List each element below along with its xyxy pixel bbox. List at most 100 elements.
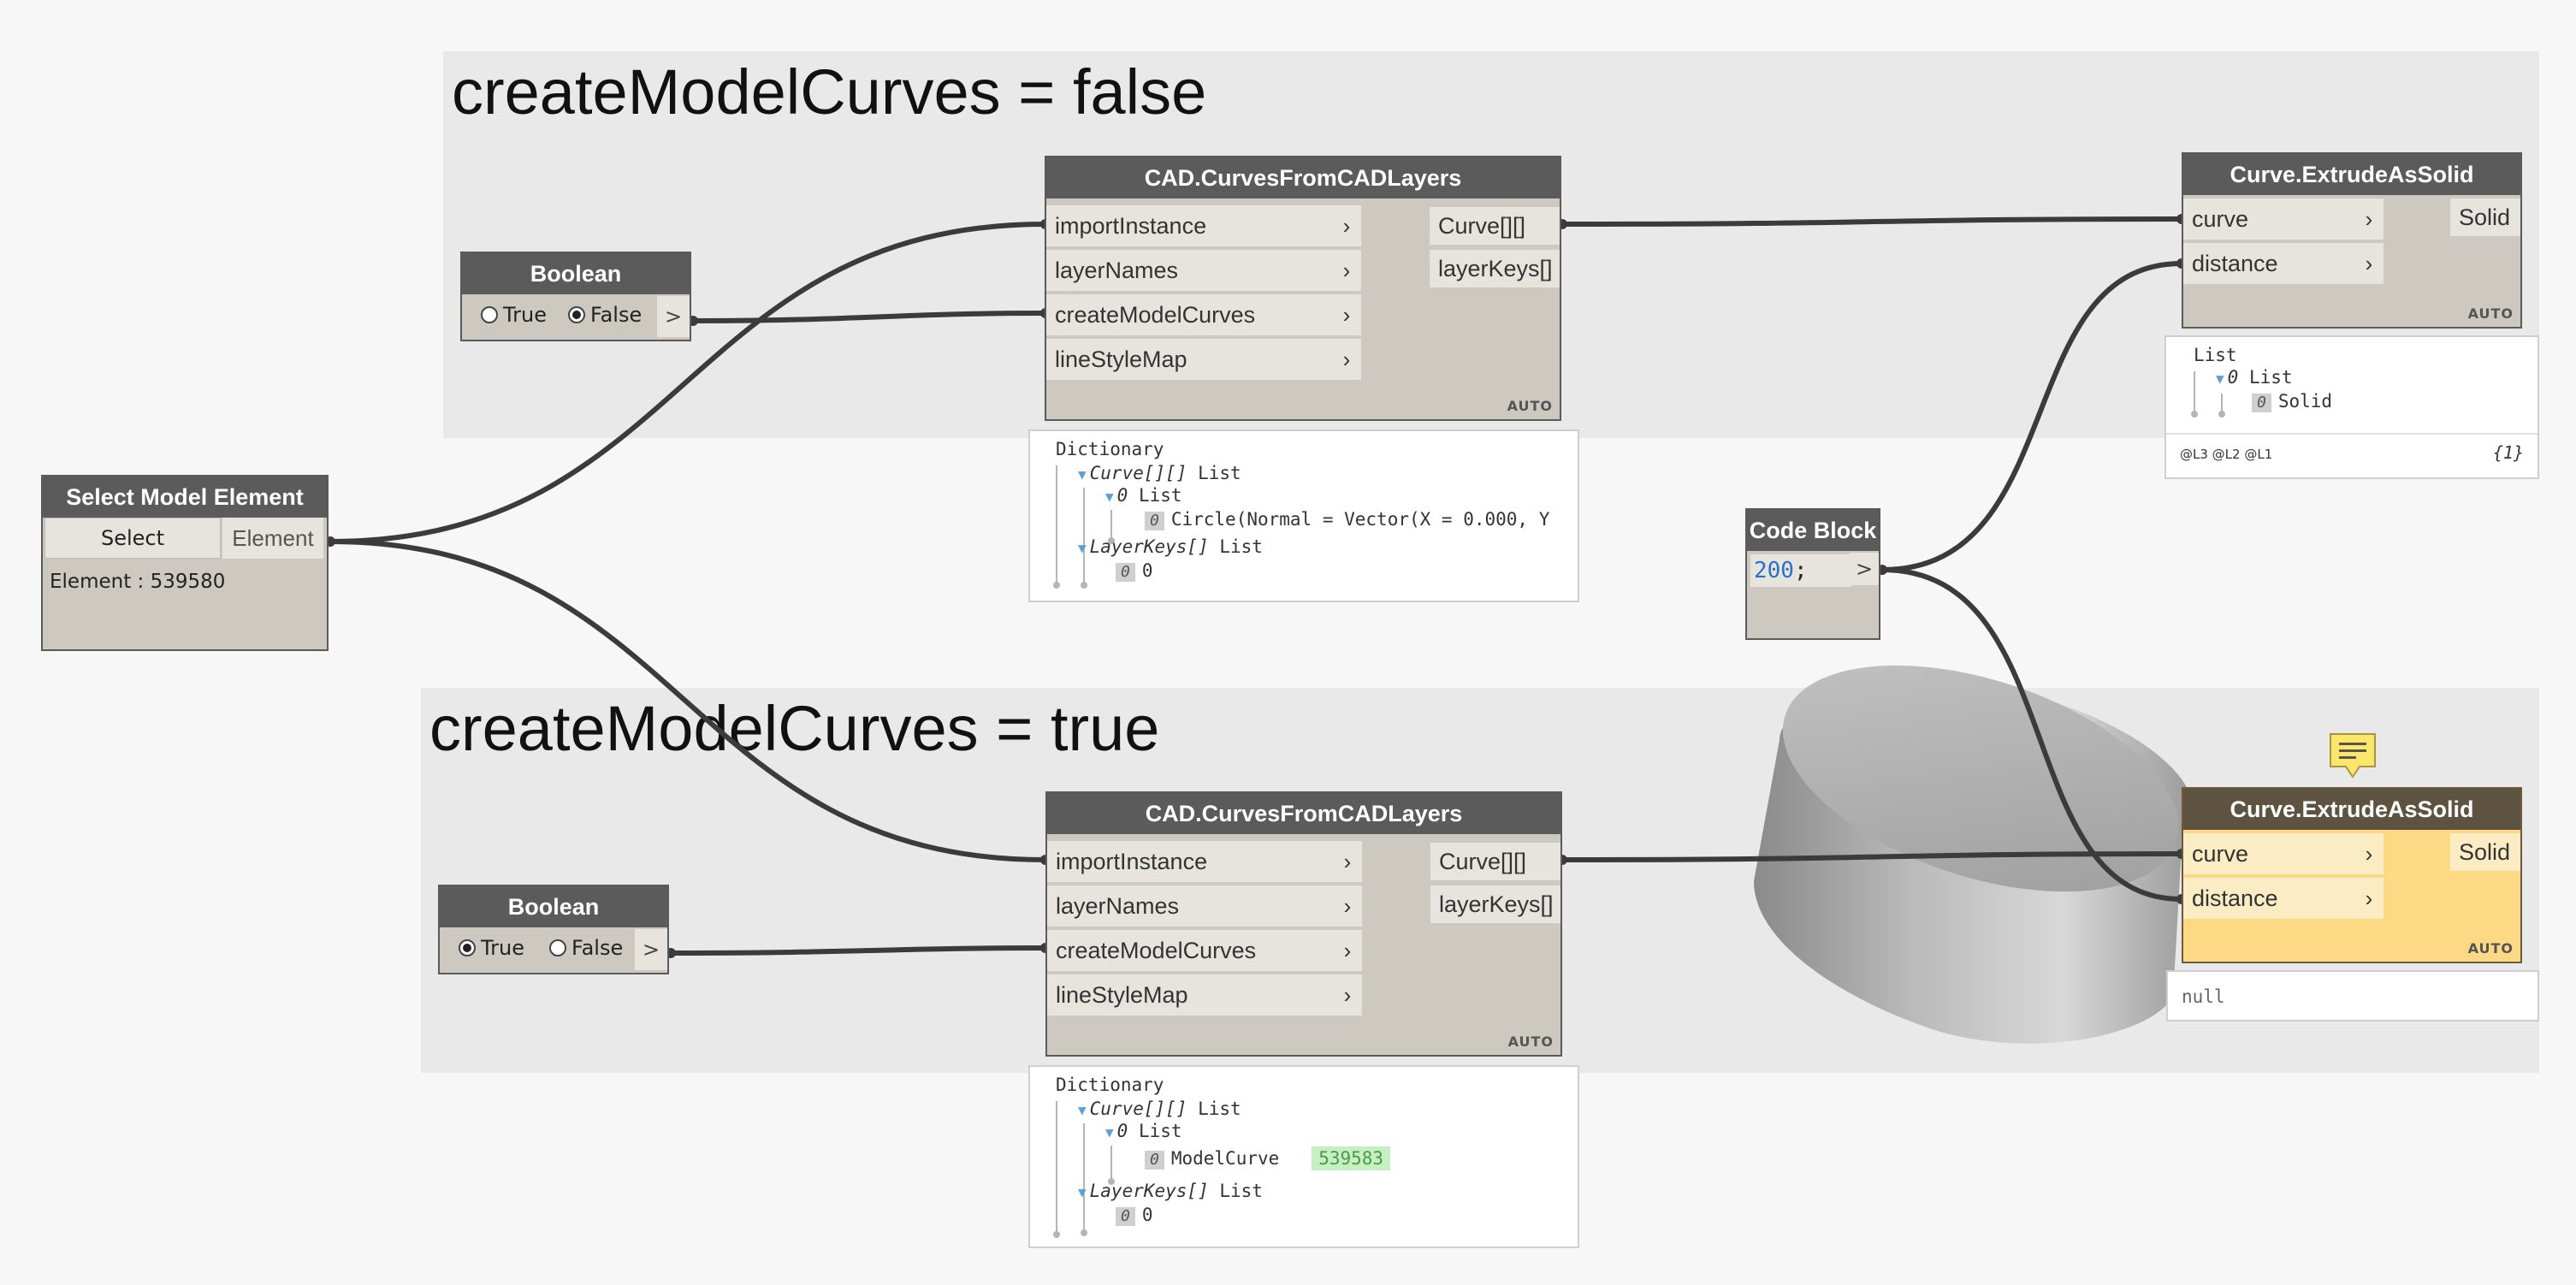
lacing-label: AUTO: [2467, 940, 2514, 956]
collapse-triangle-icon[interactable]: ▼: [1078, 466, 1087, 483]
radio-true[interactable]: True: [459, 936, 524, 960]
radio-icon[interactable]: [459, 939, 476, 956]
output-port-curves[interactable]: Curve[][]: [1430, 843, 1560, 880]
collapse-triangle-icon[interactable]: ▼: [1105, 489, 1114, 505]
preview-sublist[interactable]: ▼0 List: [1105, 1120, 1182, 1144]
radio-false[interactable]: False: [568, 303, 642, 327]
extrude-node-top[interactable]: Curve.ExtrudeAsSolid curve› distance› So…: [2182, 152, 2522, 329]
output-port-solid[interactable]: Solid: [2450, 833, 2520, 871]
input-port-curve[interactable]: curve›: [2183, 833, 2384, 874]
extrude-node-bottom[interactable]: Curve.ExtrudeAsSolid curve› distance› So…: [2182, 787, 2522, 963]
radio-false-label: False: [590, 303, 643, 327]
extrude-preview-bottom[interactable]: null: [2166, 970, 2539, 1021]
preview-null-value: null: [2182, 986, 2225, 1007]
port-label: createModelCurves: [1056, 937, 1257, 963]
chevron-right-icon: ›: [1343, 937, 1352, 963]
radio-true-label: True: [503, 303, 547, 327]
preview-key-layerkeys[interactable]: ▼LayerKeys[] List: [1078, 536, 1263, 560]
input-port-importinstance[interactable]: importInstance ›: [1047, 841, 1362, 882]
preview-root: Dictionary: [1056, 439, 1164, 459]
output-port-layerkeys[interactable]: layerKeys[]: [1430, 885, 1560, 923]
lacing-label: AUTO: [1507, 1033, 1554, 1050]
radio-false[interactable]: False: [549, 936, 623, 960]
port-label: layerNames: [1055, 257, 1179, 283]
chevron-right-icon: ›: [1342, 257, 1351, 283]
input-port-distance[interactable]: distance›: [2183, 243, 2384, 284]
code-block-node[interactable]: Code Block 200; >: [1745, 508, 1880, 640]
node-title: Curve.ExtrudeAsSolid: [2183, 154, 2520, 195]
port-label: curve: [2192, 840, 2249, 867]
group-title: createModelCurves = false: [452, 56, 1207, 127]
element-output-port[interactable]: Element: [222, 518, 323, 559]
chevron-right-icon: ›: [1343, 892, 1352, 919]
input-port-linestylemap[interactable]: lineStyleMap›: [1047, 974, 1362, 1016]
port-label: importInstance: [1056, 848, 1208, 874]
radio-icon[interactable]: [568, 306, 585, 323]
boolean-node-true[interactable]: Boolean True False >: [438, 885, 669, 974]
input-port-createmodelcurves[interactable]: createModelCurves ›: [1046, 294, 1361, 335]
lacing-label: AUTO: [1507, 398, 1553, 414]
preview-sublist[interactable]: ▼0 List: [2216, 366, 2293, 390]
list-count: {1}: [2492, 442, 2524, 463]
radio-true-label: True: [481, 936, 524, 960]
output-port-layerkeys[interactable]: layerKeys[]: [1430, 250, 1560, 287]
chevron-right-icon: ›: [1342, 212, 1351, 239]
chevron-right-icon: ›: [1342, 301, 1351, 328]
element-id-badge[interactable]: 539583: [1312, 1146, 1391, 1170]
chevron-right-icon: ›: [2365, 205, 2373, 232]
output-port-solid[interactable]: Solid: [2450, 198, 2520, 236]
input-port-importinstance[interactable]: importInstance ›: [1046, 205, 1361, 246]
port-label: lineStyleMap: [1056, 981, 1188, 1008]
node-title: Select Model Element: [43, 477, 327, 518]
preview-sublist[interactable]: ▼0 List: [1105, 484, 1182, 508]
element-info: Element : 539580: [50, 571, 226, 593]
port-label: createModelCurves: [1055, 301, 1256, 328]
collapse-triangle-icon[interactable]: ▼: [2216, 370, 2224, 387]
cad-curves-node-bottom[interactable]: CAD.CurvesFromCADLayers importInstance› …: [1045, 791, 1562, 1057]
preview-key-layerkeys[interactable]: ▼LayerKeys[] List: [1078, 1180, 1263, 1204]
node-title: CAD.CurvesFromCADLayers: [1047, 793, 1560, 834]
input-port-layernames[interactable]: layerNames›: [1047, 885, 1362, 927]
select-button[interactable]: Select: [44, 518, 221, 559]
input-port-distance[interactable]: distance›: [2183, 878, 2384, 919]
collapse-triangle-icon[interactable]: ▼: [1105, 1124, 1114, 1140]
radio-false-label: False: [571, 936, 624, 960]
preview-key-curves[interactable]: ▼Curve[][] List: [1078, 462, 1241, 486]
cad-curves-node-top[interactable]: CAD.CurvesFromCADLayers importInstance› …: [1045, 156, 1561, 421]
node-title: Code Block: [1747, 510, 1879, 551]
radio-icon[interactable]: [481, 306, 498, 323]
radio-true[interactable]: True: [481, 303, 547, 327]
collapse-triangle-icon[interactable]: ▼: [1078, 1184, 1087, 1200]
select-model-element-node[interactable]: Select Model Element Select Element Elem…: [41, 475, 329, 651]
boolean-output-port[interactable]: >: [635, 929, 667, 970]
input-port-linestylemap[interactable]: lineStyleMap›: [1046, 339, 1361, 380]
preview-key-curves[interactable]: ▼Curve[][] List: [1078, 1098, 1241, 1122]
input-port-layernames[interactable]: layerNames ›: [1046, 250, 1361, 291]
node-title: CAD.CurvesFromCADLayers: [1046, 157, 1560, 198]
collapse-triangle-icon[interactable]: ▼: [1078, 540, 1087, 556]
group-title: createModelCurves = true: [429, 693, 1160, 764]
code-output-port[interactable]: >: [1850, 553, 1879, 585]
boolean-output-port[interactable]: >: [657, 296, 690, 337]
input-port-curve[interactable]: curve›: [2183, 198, 2384, 240]
chevron-right-icon: ›: [2365, 885, 2373, 911]
radio-icon[interactable]: [549, 939, 566, 956]
output-port-curves[interactable]: Curve[][]: [1430, 207, 1560, 245]
chevron-right-icon: ›: [2365, 250, 2373, 276]
chevron-right-icon: ›: [1343, 848, 1352, 874]
port-label: importInstance: [1055, 212, 1207, 239]
input-port-createmodelcurves[interactable]: createModelCurves ›: [1047, 930, 1362, 971]
code-editor[interactable]: 200;: [1750, 554, 1851, 587]
node-title: Boolean: [440, 886, 667, 927]
collapse-triangle-icon[interactable]: ▼: [1078, 1102, 1087, 1118]
port-label: lineStyleMap: [1055, 346, 1187, 372]
list-levels[interactable]: @L3 @L2 @L1: [2180, 447, 2273, 462]
comment-icon[interactable]: [2329, 732, 2377, 779]
boolean-node-false[interactable]: Boolean True False >: [460, 252, 691, 341]
